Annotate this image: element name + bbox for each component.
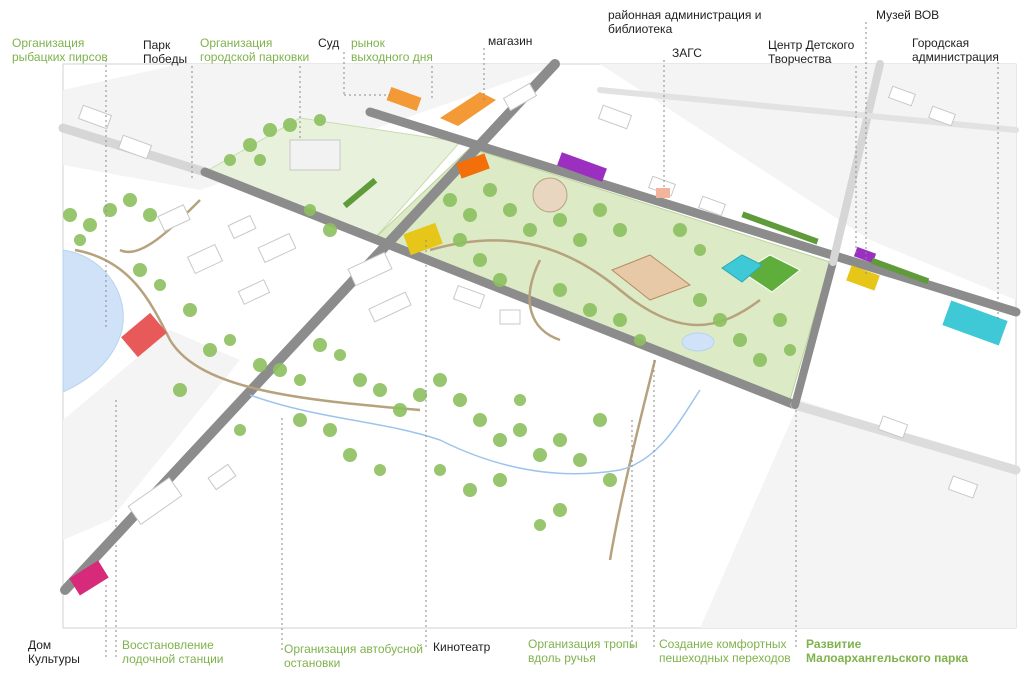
colored-buildings [69,86,1008,596]
label-stream-trail: Организация тропы вдоль ручья [528,637,638,665]
building-market [386,86,422,112]
label-org-parking: Организация городской парковки [200,36,310,64]
lake [62,249,124,393]
building-children-center [853,246,877,264]
stream [249,389,701,475]
label-park-pobedy: Парк Победы [143,38,188,66]
building-dom-kultury [69,560,109,596]
building-kinoteatr [403,222,443,256]
label-zags: ЗАГС [672,46,702,60]
plaza [532,177,568,213]
label-sud: Суд [318,36,340,50]
label-city-admin: Городская администрация [912,36,999,64]
building-shop [440,92,496,126]
pond [681,332,715,352]
callout-lines [105,22,999,660]
building-boat-station [121,312,167,358]
label-museum-vov: Музей ВОВ [876,8,940,22]
label-children-center: Центр Детского Творчества [768,38,855,66]
label-crossings: Создание комфортных пешеходных переходов [659,637,791,665]
tree-rows [342,177,930,285]
label-magazin: магазин [488,34,533,48]
building-city-admin [942,300,1008,346]
label-district-admin: районная администрация и библиотека [608,8,762,36]
label-park-development: Развитие Малоархангельского парка [806,637,969,665]
label-org-piers: Организация рыбацких пирсов [12,36,108,64]
label-kinoteatr: Кинотеатр [433,640,491,654]
label-bus-stop: Организация автобусной остановки [284,642,424,670]
label-boat-station: Восстановление лодочной станции [122,638,224,666]
building-magenta-admin [557,152,607,182]
building-museum-vov [846,265,880,291]
label-market: рынок выходного дня [351,36,433,64]
label-dom-kultury: Дом Культуры [28,638,80,666]
building-district-admin [456,153,490,179]
amphitheatre [611,254,692,301]
pool [721,254,763,283]
building-zags [656,188,670,198]
trees [63,114,796,531]
